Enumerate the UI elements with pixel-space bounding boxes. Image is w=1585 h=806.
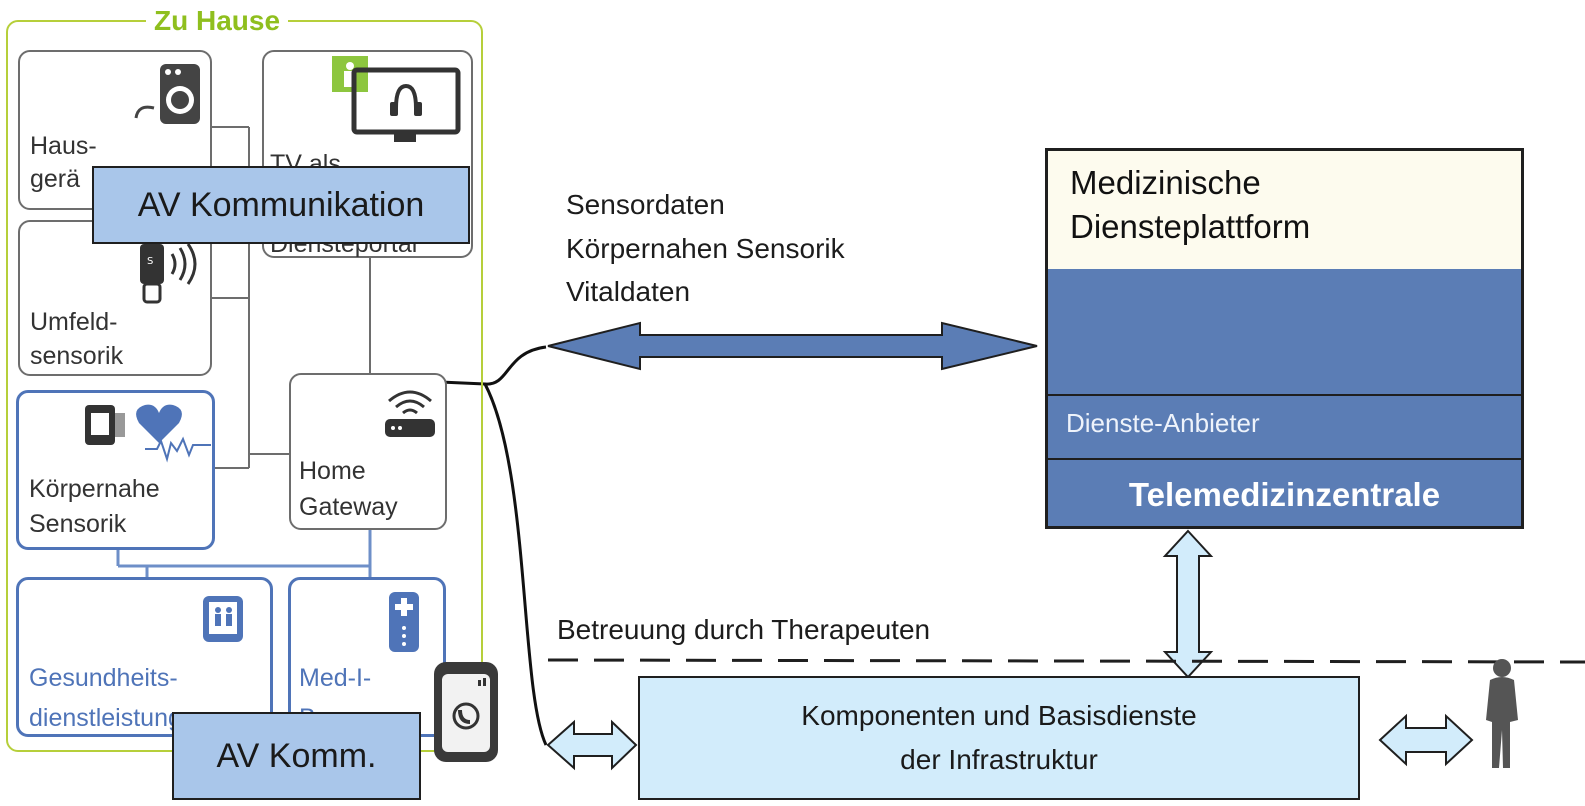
med-i-box-label-line1: Med-I- — [299, 664, 372, 692]
gateway-label-line1: Home — [299, 457, 366, 485]
person-silhouette-icon — [1486, 659, 1518, 768]
infrastructure-label-line1: Komponenten und Basisdienste — [801, 700, 1197, 731]
environment-label-line2: sensorik — [30, 342, 124, 370]
tablet-people-icon — [203, 596, 243, 642]
washing-machine-icon — [134, 64, 200, 124]
router-icon — [385, 390, 435, 437]
data-flow-line3: Vitaldaten — [566, 276, 691, 307]
platform-infrastructure-arrow — [1162, 529, 1214, 679]
gateway-label-line2: Gateway — [299, 493, 398, 521]
health-connection-lines — [116, 530, 372, 579]
tv-headset-icon — [332, 56, 461, 142]
platform-title-line1: Medizinische — [1070, 164, 1261, 201]
infrastructure-person-arrow — [1378, 713, 1474, 767]
infrastructure-label-line2: der Infrastruktur — [900, 744, 1098, 775]
body-sensor-label-line2: Sensorik — [29, 510, 127, 538]
heart-pulse-icon — [136, 404, 182, 443]
svg-text:S: S — [147, 256, 153, 267]
gateway-cables — [439, 345, 548, 746]
health-services-label-line1: Gesundheits- — [29, 664, 178, 692]
body-sensor-label-line1: Körpernahe — [29, 475, 160, 503]
data-flow-line1: Sensordaten — [566, 189, 725, 220]
service-provider-label: Dienste-Anbieter — [1066, 408, 1260, 438]
med-i-box-box: Med-I- Box — [288, 577, 446, 737]
telemedicine-center-label: Telemedizinzentrale — [1128, 476, 1441, 513]
service-provider-band — [1048, 394, 1521, 460]
household-label-line1: Haus- — [30, 132, 97, 160]
home-gateway-box: Home Gateway — [289, 373, 447, 530]
health-services-box: Gesundheits- dienstleistungen — [16, 577, 273, 737]
therapist-care-label: Betreuung durch Therapeuten — [557, 614, 931, 645]
phone-icon — [434, 662, 498, 762]
platform-header: Medizinische Diensteplattform — [1048, 151, 1521, 269]
sensor-data-arrow — [547, 321, 1038, 371]
medi-box-icon — [389, 592, 419, 652]
data-flow-line2: Körpernahen Sensorik — [566, 233, 845, 264]
infrastructure-box: Komponenten und Basisdienste der Infrast… — [638, 676, 1360, 800]
therapist-dashed-line — [547, 658, 1585, 664]
home-infrastructure-arrow — [546, 719, 638, 771]
av-comm-short-label: AV Komm. — [172, 712, 421, 800]
wristband-icon — [85, 404, 211, 463]
av-communication-label: AV Kommunikation — [92, 166, 470, 244]
household-label-line2: gerä — [30, 165, 81, 193]
home-title: Zu Hause — [146, 4, 289, 38]
environment-label-line1: Umfeld- — [30, 308, 118, 336]
body-sensor-box: Körpernahe Sensorik — [16, 390, 215, 550]
motion-sensor-icon: S — [140, 243, 197, 304]
environment-sensor-box: S Umfeld- sensorik — [18, 220, 212, 376]
platform-title-line2: Diensteplattform — [1070, 208, 1311, 245]
